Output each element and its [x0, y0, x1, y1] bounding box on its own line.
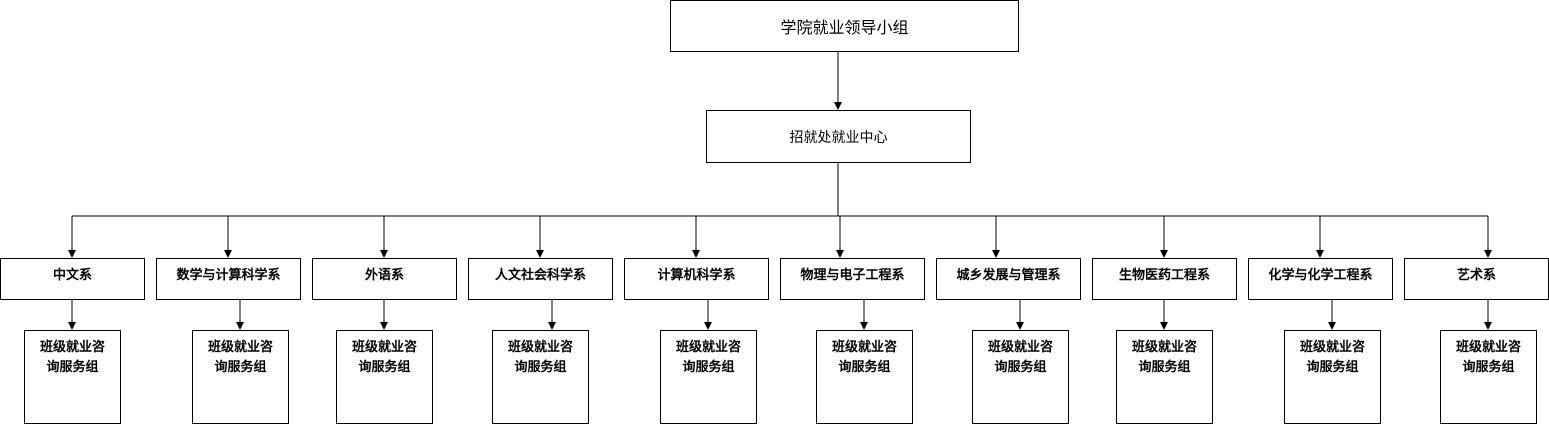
dept-box-art: 艺术系 — [1404, 258, 1549, 300]
dept-box-foreign-languages: 外语系 — [312, 258, 457, 300]
dept-box-physics: 物理与电子工程系 — [780, 258, 925, 300]
service-group-box-biomedical: 班级就业咨 询服务组 — [1116, 330, 1213, 424]
service-group-box-chinese: 班级就业咨 询服务组 — [24, 330, 121, 424]
dept-label: 计算机科学系 — [657, 268, 736, 283]
dept-label: 生物医药工程系 — [1118, 268, 1210, 283]
service-group-box-chemistry: 班级就业咨 询服务组 — [1284, 330, 1381, 424]
dept-box-humanities: 人文社会科学系 — [468, 258, 613, 300]
dept-label: 化学与化学工程系 — [1268, 268, 1373, 283]
service-group-label: 班级就业咨 询服务组 — [1131, 340, 1197, 375]
leadership-group-label: 学院就业领导小组 — [780, 18, 909, 37]
dept-box-math: 数学与计算科学系 — [156, 258, 301, 300]
service-group-label: 班级就业咨 询服务组 — [39, 340, 105, 375]
dept-label: 中文系 — [52, 268, 92, 283]
dept-box-chemistry: 化学与化学工程系 — [1248, 258, 1393, 300]
service-group-box-foreign-languages: 班级就业咨 询服务组 — [336, 330, 433, 424]
service-group-box-urban-rural: 班级就业咨 询服务组 — [972, 330, 1069, 424]
dept-box-chinese: 中文系 — [0, 258, 145, 300]
service-group-box-computer-science: 班级就业咨 询服务组 — [660, 330, 757, 424]
dept-label: 城乡发展与管理系 — [956, 268, 1061, 283]
service-group-label: 班级就业咨 询服务组 — [987, 340, 1053, 375]
leadership-group-box: 学院就业领导小组 — [670, 0, 1019, 52]
service-group-box-art: 班级就业咨 询服务组 — [1440, 330, 1537, 424]
dept-label: 物理与电子工程系 — [800, 268, 905, 283]
dept-box-computer-science: 计算机科学系 — [624, 258, 769, 300]
dept-label: 人文社会科学系 — [494, 268, 586, 283]
employment-center-box: 招就处就业中心 — [706, 110, 971, 163]
dept-label: 外语系 — [364, 268, 404, 283]
service-group-label: 班级就业咨 询服务组 — [351, 340, 417, 375]
service-group-label: 班级就业咨 询服务组 — [207, 340, 273, 375]
service-group-box-physics: 班级就业咨 询服务组 — [816, 330, 913, 424]
service-group-box-humanities: 班级就业咨 询服务组 — [492, 330, 589, 424]
service-group-label: 班级就业咨 询服务组 — [1455, 340, 1521, 375]
service-group-label: 班级就业咨 询服务组 — [507, 340, 573, 375]
service-group-label: 班级就业咨 询服务组 — [831, 340, 897, 375]
dept-label: 数学与计算科学系 — [176, 268, 281, 283]
dept-box-biomedical: 生物医药工程系 — [1092, 258, 1237, 300]
employment-center-label: 招就处就业中心 — [789, 129, 888, 146]
service-group-box-math: 班级就业咨 询服务组 — [192, 330, 289, 424]
service-group-label: 班级就业咨 询服务组 — [1299, 340, 1365, 375]
dept-label: 艺术系 — [1456, 268, 1496, 283]
dept-box-urban-rural: 城乡发展与管理系 — [936, 258, 1081, 300]
service-group-label: 班级就业咨 询服务组 — [675, 340, 741, 375]
